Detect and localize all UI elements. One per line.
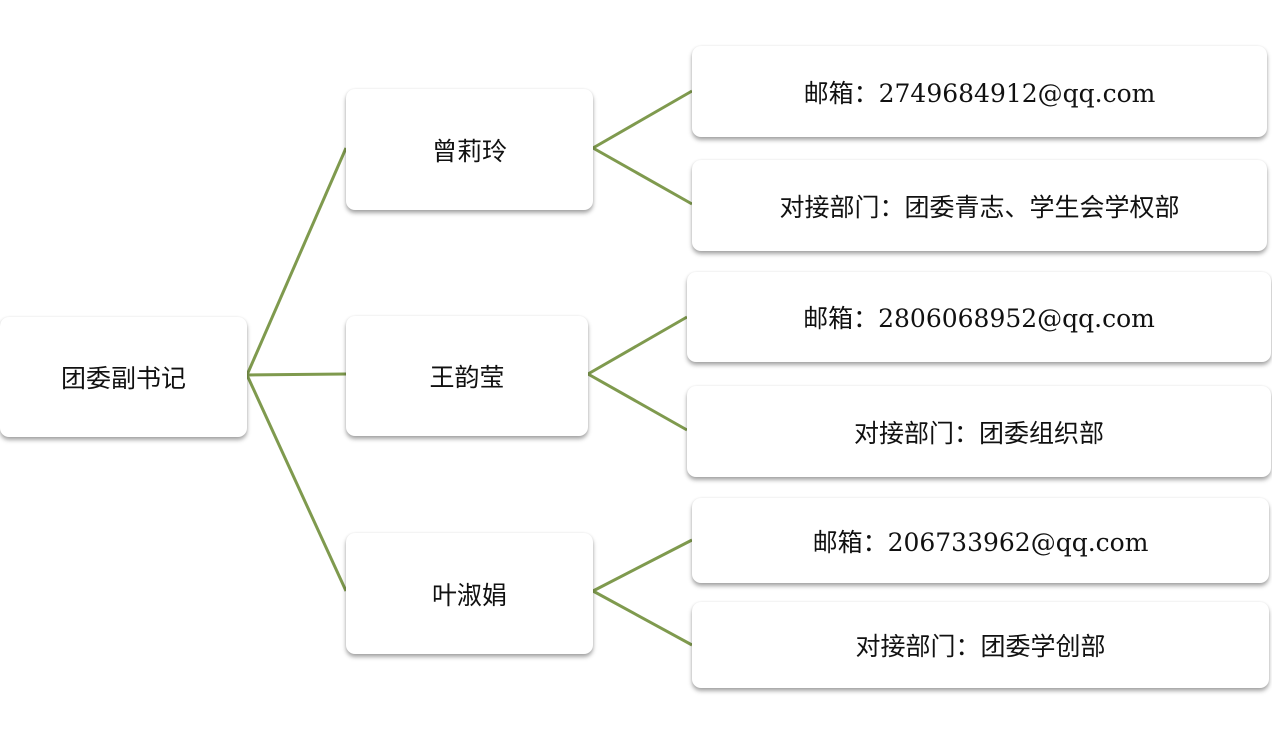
member-3-dept: 对接部门：团委学创部 — [692, 602, 1269, 688]
connector-root-member-2 — [246, 372, 347, 377]
connector-member-3-email — [592, 538, 693, 593]
connector-member-3-dept — [592, 589, 693, 647]
root-node: 团委副书记 — [0, 317, 247, 437]
connector-member-1-email — [592, 89, 693, 150]
connector-root-member-1 — [245, 147, 348, 376]
connector-member-2-dept — [587, 372, 688, 432]
member-node-1: 曾莉玲 — [346, 89, 593, 210]
connector-member-1-dept — [592, 146, 693, 206]
member-node-2: 王韵莹 — [346, 316, 588, 436]
connector-member-2-email — [587, 315, 688, 376]
member-2-email: 邮箱：2806068952@qq.com — [687, 272, 1271, 362]
member-1-email: 邮箱：2749684912@qq.com — [692, 46, 1267, 137]
member-node-3: 叶淑娟 — [346, 533, 593, 654]
member-2-dept: 对接部门：团委组织部 — [687, 386, 1271, 477]
member-1-dept: 对接部门：团委青志、学生会学权部 — [692, 160, 1267, 251]
connector-root-member-3 — [245, 374, 348, 592]
member-3-email: 邮箱：206733962@qq.com — [692, 498, 1269, 583]
